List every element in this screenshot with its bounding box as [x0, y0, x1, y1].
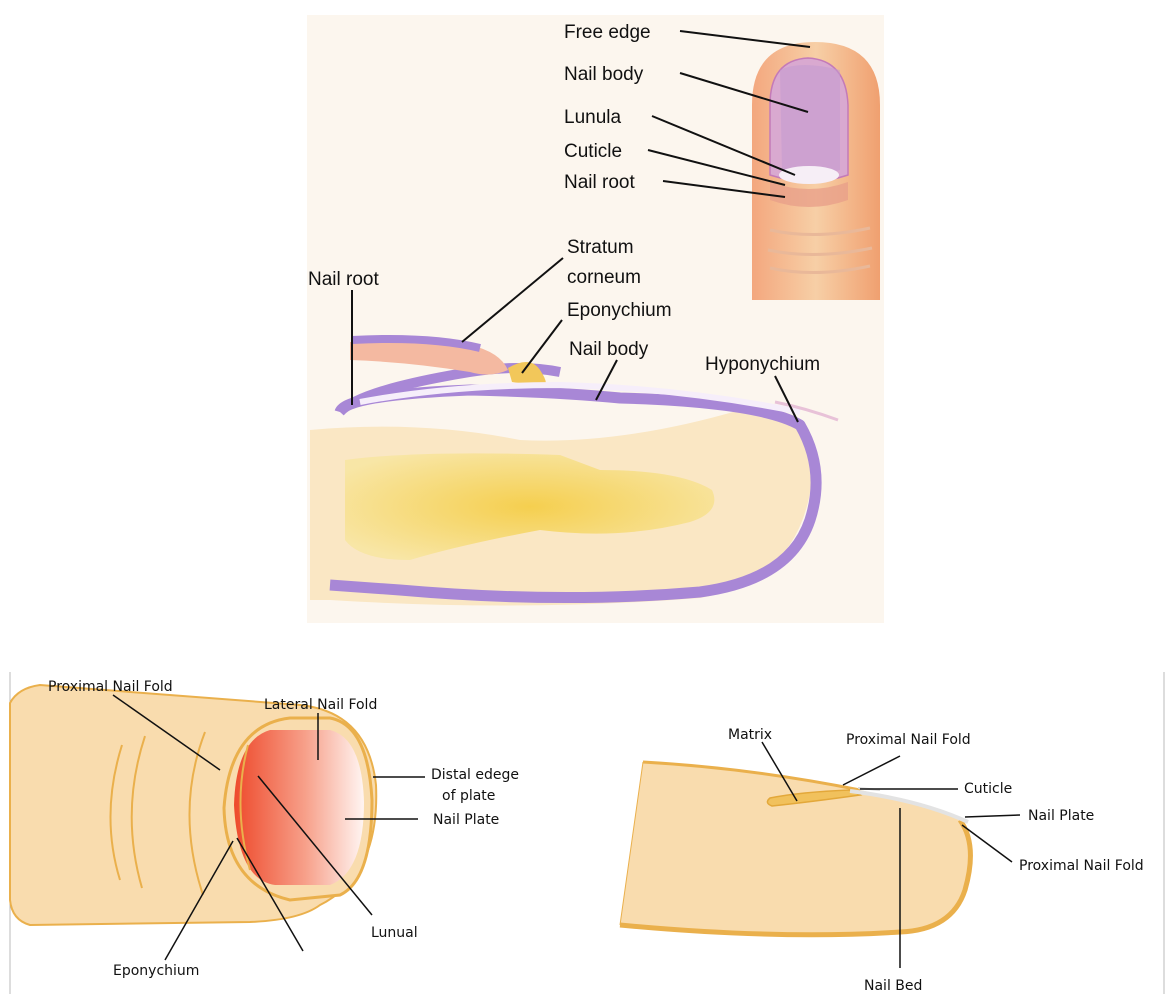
nail-plate: [234, 730, 364, 885]
label-nail-body-section: Nail body: [569, 339, 649, 360]
label-cuticle: Cuticle: [964, 781, 1012, 797]
label-corneum: corneum: [567, 267, 641, 288]
label-nail-root-section: Nail root: [308, 269, 379, 290]
right-finger-skin: [620, 762, 970, 935]
label-proximal-nail-fold-bottom: Proximal Nail Fold: [1019, 858, 1144, 874]
label-hyponychium: Hyponychium: [705, 354, 820, 375]
label-eponychium: Eponychium: [567, 300, 672, 321]
leader-proximal-nail-fold-top: [843, 756, 900, 785]
label-nail-plate: Nail Plate: [433, 812, 499, 828]
label-matrix: Matrix: [728, 727, 772, 743]
label-nail-plate: Nail Plate: [1028, 808, 1094, 824]
front-nail-shading: [780, 65, 840, 175]
label-distal-edge: Distal edege: [431, 767, 519, 783]
top-illustration: Free edge Nail body Lunula Cuticle Nail …: [307, 15, 884, 623]
label-stratum: Stratum: [567, 237, 634, 258]
label-cuticle: Cuticle: [564, 141, 622, 162]
label-lateral-nail-fold: Lateral Nail Fold: [264, 697, 377, 713]
front-finger: [752, 42, 880, 300]
label-nail-body-front: Nail body: [564, 64, 644, 85]
bottom-right-diagram: Matrix Proximal Nail Fold Cuticle Nail P…: [620, 672, 1164, 994]
front-lunula: [779, 166, 839, 184]
label-proximal-nail-fold-top: Proximal Nail Fold: [846, 732, 971, 748]
bottom-left-diagram: Proximal Nail Fold Lateral Nail Fold Dis…: [10, 672, 519, 994]
label-proximal-nail-fold: Proximal Nail Fold: [48, 679, 173, 695]
label-lunual: Lunual: [371, 925, 418, 941]
label-free-edge: Free edge: [564, 22, 651, 43]
label-eponychium: Eponychium: [113, 963, 199, 979]
label-nail-bed: Nail Bed: [864, 978, 922, 994]
label-of-plate: of plate: [442, 788, 495, 804]
label-nail-root-front: Nail root: [564, 172, 635, 193]
label-lunula: Lunula: [564, 107, 621, 128]
leader-nail-plate: [965, 815, 1020, 817]
